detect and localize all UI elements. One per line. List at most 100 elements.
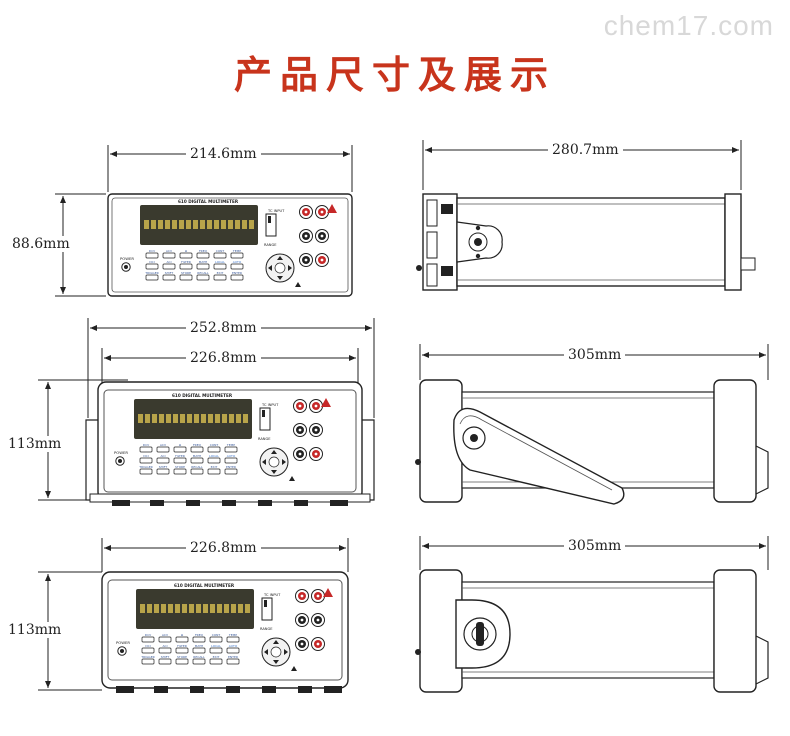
caution-icon bbox=[291, 666, 297, 671]
range-label: RANGE bbox=[260, 627, 273, 631]
panel-key[interactable] bbox=[224, 468, 238, 475]
panel-key[interactable] bbox=[213, 263, 227, 270]
lcd-display bbox=[134, 399, 252, 439]
lcd-segment bbox=[140, 604, 145, 613]
key-label: AUTO bbox=[233, 260, 242, 264]
panel-key[interactable] bbox=[141, 636, 155, 643]
panel-key[interactable] bbox=[175, 647, 189, 654]
panel-key[interactable] bbox=[226, 647, 240, 654]
panel-key[interactable] bbox=[226, 658, 240, 665]
key-label: Ω bbox=[181, 633, 184, 637]
panel-key[interactable] bbox=[230, 274, 244, 281]
panel-key[interactable] bbox=[190, 446, 204, 453]
tc-input-pin bbox=[268, 216, 271, 223]
panel-key[interactable] bbox=[145, 263, 159, 270]
panel-key[interactable] bbox=[141, 658, 155, 665]
panel-key[interactable] bbox=[196, 274, 210, 281]
panel-key[interactable] bbox=[175, 636, 189, 643]
panel-key[interactable] bbox=[173, 468, 187, 475]
panel-key[interactable] bbox=[158, 647, 172, 654]
power-button-center bbox=[120, 649, 124, 653]
panel-key[interactable] bbox=[156, 468, 170, 475]
lcd-segment bbox=[249, 220, 254, 229]
key-label: EXIT bbox=[211, 465, 218, 469]
panel-key[interactable] bbox=[209, 636, 223, 643]
panel-key[interactable] bbox=[173, 457, 187, 464]
tc-input-socket[interactable] bbox=[261, 597, 273, 621]
jack-hole bbox=[298, 428, 302, 432]
panel-key[interactable] bbox=[158, 658, 172, 665]
nav-center-button[interactable] bbox=[270, 646, 282, 658]
terminal-label: TC INPUT bbox=[263, 593, 281, 597]
warning-icon bbox=[323, 588, 333, 597]
terminal-label: TC INPUT bbox=[267, 209, 285, 213]
tc-input-socket[interactable] bbox=[265, 213, 277, 237]
jack-hole bbox=[300, 642, 304, 646]
panel-key[interactable] bbox=[158, 636, 172, 643]
power-button-center bbox=[124, 265, 128, 269]
panel-key[interactable] bbox=[139, 446, 153, 453]
key-label: FILTER bbox=[177, 644, 187, 648]
panel-key[interactable] bbox=[207, 468, 221, 475]
panel-key[interactable] bbox=[224, 457, 238, 464]
panel-key[interactable] bbox=[139, 468, 153, 475]
lcd-segment bbox=[193, 220, 198, 229]
caution-icon bbox=[295, 282, 301, 287]
nav-center-button[interactable] bbox=[274, 262, 286, 274]
panel-key[interactable] bbox=[145, 274, 159, 281]
watermark-text: chem17.com bbox=[603, 10, 774, 41]
panel-key[interactable] bbox=[213, 252, 227, 259]
key-label: EXIT bbox=[217, 271, 224, 275]
model-label: 610 DIGITAL MULTIMETER bbox=[174, 583, 235, 588]
key-label: MATH bbox=[195, 644, 204, 648]
jack-hole bbox=[316, 642, 320, 646]
panel-key[interactable] bbox=[162, 263, 176, 270]
tc-input-socket[interactable] bbox=[259, 407, 271, 431]
panel-key[interactable] bbox=[190, 457, 204, 464]
panel-key[interactable] bbox=[192, 636, 206, 643]
panel-key[interactable] bbox=[179, 274, 193, 281]
panel-key[interactable] bbox=[139, 457, 153, 464]
panel-key[interactable] bbox=[209, 647, 223, 654]
feet-row-3 bbox=[116, 686, 342, 693]
panel-key[interactable] bbox=[213, 274, 227, 281]
panel-key[interactable] bbox=[162, 252, 176, 259]
key-label: DCI bbox=[149, 260, 154, 264]
lcd-segment bbox=[201, 414, 206, 423]
lcd-segment bbox=[166, 414, 171, 423]
panel-key[interactable] bbox=[190, 468, 204, 475]
panel-key[interactable] bbox=[196, 263, 210, 270]
nav-center-button[interactable] bbox=[268, 456, 280, 468]
panel-key[interactable] bbox=[156, 457, 170, 464]
lcd-segment bbox=[236, 414, 241, 423]
panel-key[interactable] bbox=[230, 252, 244, 259]
lcd-segment bbox=[196, 604, 201, 613]
panel-key[interactable] bbox=[226, 636, 240, 643]
side-view-2 bbox=[415, 344, 769, 505]
lcd-segment bbox=[224, 604, 229, 613]
lcd-display bbox=[140, 205, 258, 245]
panel-key[interactable] bbox=[207, 446, 221, 453]
power-label: POWER bbox=[114, 450, 128, 455]
panel-key[interactable] bbox=[179, 252, 193, 259]
panel-key[interactable] bbox=[145, 252, 159, 259]
panel-key[interactable] bbox=[192, 658, 206, 665]
panel-key[interactable] bbox=[207, 457, 221, 464]
panel-key[interactable] bbox=[156, 446, 170, 453]
panel-key[interactable] bbox=[179, 263, 193, 270]
panel-key[interactable] bbox=[224, 446, 238, 453]
panel-key[interactable] bbox=[230, 263, 244, 270]
key-label: Ω bbox=[179, 443, 182, 447]
panel-key[interactable] bbox=[162, 274, 176, 281]
panel-key[interactable] bbox=[209, 658, 223, 665]
panel-key[interactable] bbox=[175, 658, 189, 665]
lcd-segment bbox=[147, 604, 152, 613]
label-side3-length: 305mm bbox=[564, 538, 626, 554]
panel-key[interactable] bbox=[141, 647, 155, 654]
panel-key[interactable] bbox=[173, 446, 187, 453]
panel-key[interactable] bbox=[192, 647, 206, 654]
panel-key[interactable] bbox=[196, 252, 210, 259]
lcd-segment bbox=[217, 604, 222, 613]
key-label: TEMP bbox=[232, 249, 241, 253]
